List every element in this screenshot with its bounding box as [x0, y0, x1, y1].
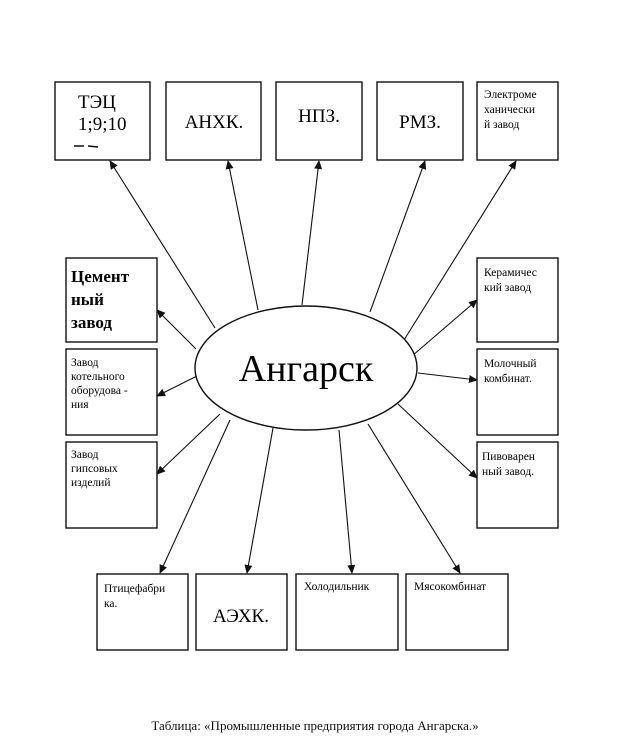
node-box-poultry	[96, 573, 189, 651]
node-label-line: комбинат.	[484, 373, 532, 385]
node-label-line: Мясокомбинат	[414, 581, 486, 593]
arrow-to-brewery	[397, 403, 478, 479]
node-label-anhk: АНХК.	[185, 112, 244, 133]
node-ceramic: Керамичес кий завод	[476, 257, 559, 343]
node-box-meat	[405, 573, 509, 651]
node-label-gypsum: Завод гипсовых изделий	[71, 449, 118, 489]
node-label-electro: Электроме ханически й завод	[484, 89, 537, 131]
node-label-line: ния	[71, 399, 89, 411]
node-label-line: кий завод	[484, 282, 531, 294]
node-brewery: Пивоварен ный завод.	[476, 441, 559, 529]
node-label-line: й завод	[484, 119, 519, 131]
arrow-to-tec	[109, 160, 216, 329]
node-cold: Холодильник	[295, 573, 399, 651]
node-box-rmz	[376, 81, 464, 161]
node-box-electro	[476, 81, 559, 161]
node-label-line: ный	[71, 290, 104, 309]
node-label-boiler: Завод котельного оборудова - ния	[71, 357, 128, 411]
node-box-brewery	[476, 441, 559, 529]
node-label-line: изделий	[71, 477, 111, 489]
node-electro: Электроме ханически й завод	[476, 81, 559, 161]
node-label-line: 1;9;10	[78, 114, 127, 135]
node-box-gypsum	[65, 441, 158, 529]
node-label-line: НПЗ.	[298, 106, 340, 127]
arrow-to-meat	[367, 423, 461, 574]
node-box-ceramic	[476, 257, 559, 343]
node-label-meat: Мясокомбинат	[414, 581, 486, 593]
node-npz: НПЗ.	[275, 81, 363, 161]
node-label-line: котельного	[71, 371, 125, 383]
node-label-line: гипсовых	[71, 463, 118, 475]
node-label-line: Цемент	[71, 267, 130, 286]
arrow-to-dairy	[417, 372, 478, 384]
arrow-to-poultry	[159, 419, 231, 574]
arrow-to-gypsum	[156, 413, 221, 475]
node-box-dairy	[476, 348, 559, 436]
node-label-cement: Цемент ный завод	[71, 267, 130, 332]
node-label-line: Пивоварен	[482, 451, 535, 463]
node-box-tec	[54, 81, 151, 161]
node-box-anhk	[165, 81, 262, 161]
arrow-to-cold	[338, 429, 356, 574]
diagram-caption: Таблица: «Промышленные предприятия город…	[151, 718, 479, 733]
node-label-npz: НПЗ.	[298, 106, 340, 127]
node-label-rmz: РМЗ.	[399, 112, 441, 133]
node-meat: Мясокомбинат	[405, 573, 509, 651]
arrow-to-npz	[301, 160, 323, 306]
node-anhk: АНХК.	[165, 81, 262, 161]
node-label-line: РМЗ.	[399, 112, 441, 133]
node-label-dairy: Молочный комбинат.	[484, 358, 537, 385]
node-label-line: Керамичес	[484, 267, 537, 279]
node-label-cold: Холодильник	[304, 581, 370, 593]
node-label-ceramic: Керамичес кий завод	[484, 267, 537, 294]
node-box-npz	[275, 81, 363, 161]
node-label-line: ка.	[104, 598, 118, 610]
node-label-line: ТЭЦ	[78, 92, 116, 113]
node-label-line: ный завод.	[482, 466, 534, 478]
node-rmz: РМЗ.	[376, 81, 464, 161]
center-node: Ангарск	[194, 305, 418, 431]
arrow-to-boiler	[156, 375, 198, 397]
node-label-line: АЭХК.	[213, 606, 269, 627]
node-label-line: Молочный	[484, 358, 537, 370]
connector-arrows	[109, 160, 517, 574]
node-label-line: Завод	[71, 449, 99, 461]
node-cement: Цемент ный завод	[65, 257, 158, 343]
node-label-line: АНХК.	[185, 112, 244, 133]
ink-mark	[74, 145, 99, 148]
node-aehk: АЭХК.	[195, 573, 288, 651]
node-label-line: Птицефабри	[104, 583, 165, 595]
node-gypsum: Завод гипсовых изделий	[65, 441, 158, 529]
node-label-line: ханически	[484, 104, 535, 116]
node-label-brewery: Пивоварен ный завод.	[482, 451, 535, 478]
arrow-to-electro	[403, 160, 517, 341]
arrow-to-aehk	[244, 427, 274, 574]
node-boiler: Завод котельного оборудова - ния	[65, 348, 158, 436]
arrow-to-cement	[156, 309, 197, 350]
node-box-boiler	[65, 348, 158, 436]
center-ellipse	[194, 305, 418, 431]
node-dairy: Молочный комбинат.	[476, 348, 559, 436]
node-box-cold	[295, 573, 399, 651]
arrow-to-rmz	[369, 160, 427, 313]
center-label: Ангарск	[239, 348, 374, 390]
node-label-line: Электроме	[484, 89, 537, 101]
node-label-line: завод	[71, 313, 112, 332]
node-label-poultry: Птицефабри ка.	[104, 583, 165, 610]
node-box-aehk	[195, 573, 288, 651]
node-label-line: оборудова -	[71, 385, 128, 397]
arrow-to-anhk	[225, 160, 259, 311]
node-label-line: Завод	[71, 357, 99, 369]
node-label-line: Холодильник	[304, 581, 370, 593]
node-poultry: Птицефабри ка.	[96, 573, 189, 651]
node-box-cement	[65, 257, 158, 343]
arrow-to-ceramic	[411, 299, 478, 357]
node-label-aehk: АЭХК.	[213, 606, 269, 627]
